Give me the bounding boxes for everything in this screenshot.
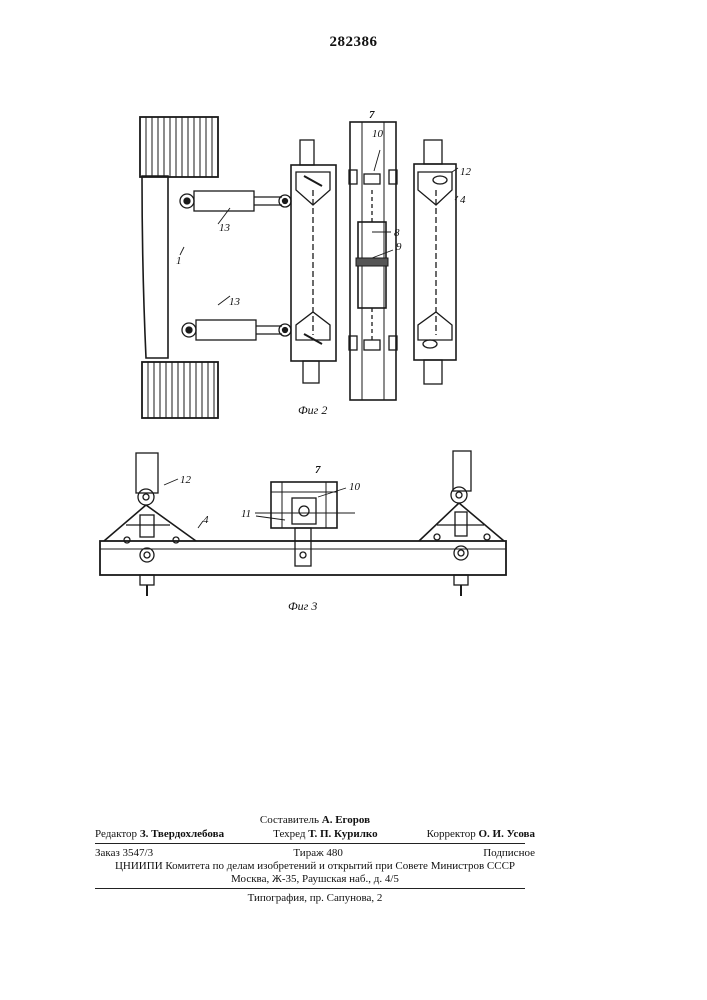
compiler-line: Составитель А. Егоров — [95, 813, 535, 827]
fig3-label-10: 10 — [349, 481, 361, 493]
corrector-label: Корректор — [427, 828, 476, 840]
fig3-caption: Фиг 3 — [288, 599, 317, 613]
techred-name: Т. П. Курилко — [308, 828, 377, 840]
order-number: Заказ 3547/3 — [95, 846, 153, 860]
rule-2 — [95, 888, 525, 889]
fig3-label-4: 4 — [203, 514, 209, 526]
address-text: Москва, Ж-35, Раушская наб., д. 4/5 — [95, 872, 535, 886]
printer-line: Типография, пр. Сапунова, 2 — [95, 891, 535, 905]
org-text: ЦНИИПИ Комитета по делам изобретений и о… — [92, 859, 538, 873]
editor-label: Редактор — [95, 828, 137, 840]
center-bracket — [255, 482, 355, 566]
corrector-name: О. И. Усова — [478, 828, 535, 840]
printer-text: Типография, пр. Сапунова, 2 — [95, 891, 535, 905]
rule-1 — [95, 843, 525, 844]
fig3-label-11: 11 — [241, 508, 251, 520]
subscription: Подписное — [483, 846, 535, 860]
circulation: Тираж 480 — [293, 846, 343, 860]
staff-line: Редактор З. Твердохлебова Техред Т. П. К… — [95, 827, 535, 841]
fig3-label-7: 7 — [315, 464, 321, 476]
compiler-label: Составитель — [260, 814, 319, 826]
address-line: Москва, Ж-35, Раушская наб., д. 4/5 — [95, 872, 535, 886]
editor-name: З. Твердохлебова — [140, 828, 224, 840]
compiler-name: А. Егоров — [322, 814, 370, 826]
order-line: Заказ 3547/3 Тираж 480 Подписное — [95, 846, 535, 860]
org-line: ЦНИИПИ Комитета по делам изобретений и о… — [92, 859, 538, 873]
fig3-label-12: 12 — [180, 474, 192, 486]
techred-label: Техред — [273, 828, 305, 840]
